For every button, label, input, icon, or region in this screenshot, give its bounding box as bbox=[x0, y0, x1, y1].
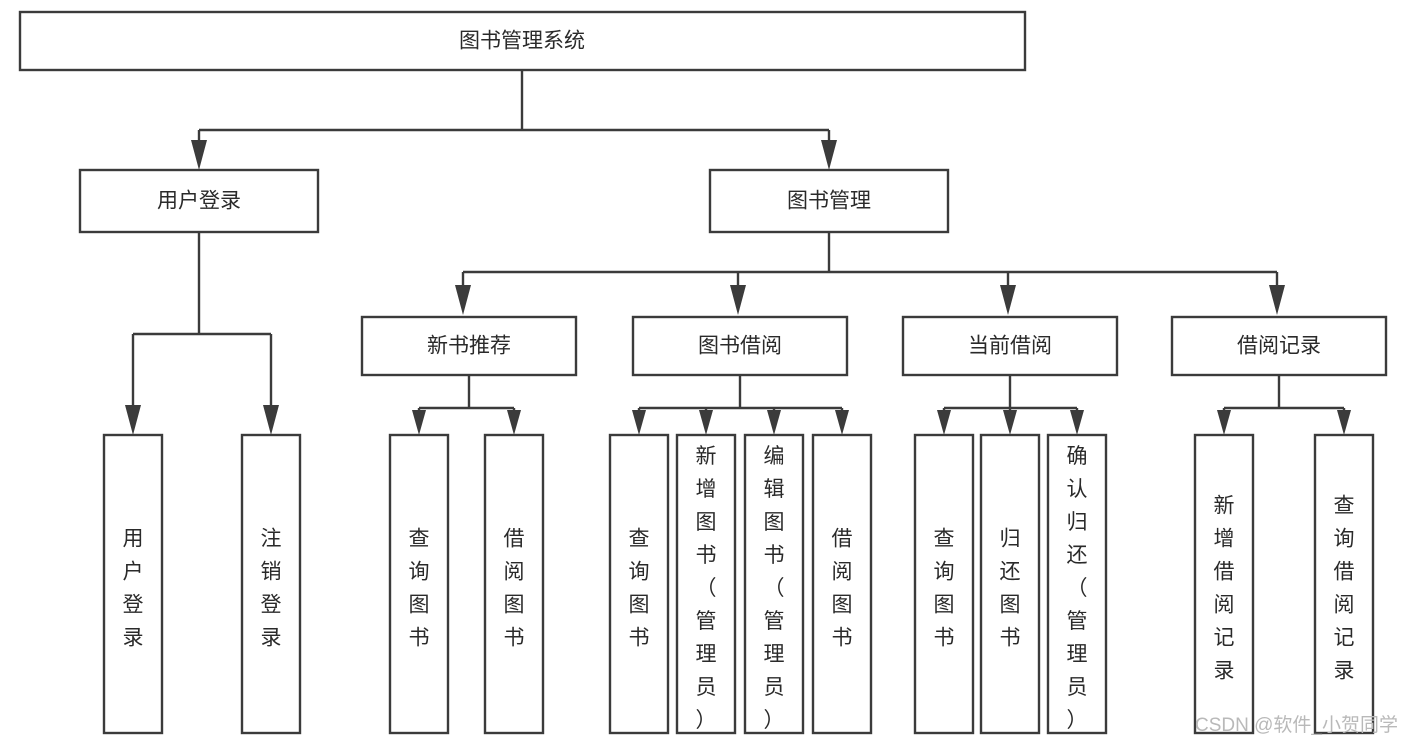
node-book-manage-box[interactable] bbox=[708, 168, 950, 234]
arrow-head-leaf-user-logout bbox=[263, 405, 279, 435]
node-leaf-user-login-label: 用户登录 bbox=[123, 528, 144, 650]
node-leaf-user-login[interactable]: 用户登录 bbox=[102, 433, 164, 735]
node-leaf-add-book-label: 新增图书（管理员） bbox=[696, 445, 717, 732]
node-leaf-add-record-label: 新增借阅记录 bbox=[1214, 495, 1235, 683]
arrow-head-leaf-query-book-3 bbox=[937, 410, 951, 435]
arrow-head-leaf-add-record bbox=[1217, 410, 1231, 435]
node-leaf-add-record[interactable]: 新增借阅记录 bbox=[1193, 433, 1255, 735]
node-book-borrow[interactable]: 图书借阅 bbox=[631, 315, 849, 377]
arrow-head-leaf-borrow-book-1 bbox=[507, 410, 521, 435]
node-leaf-confirm-return-box[interactable] bbox=[1046, 433, 1108, 735]
node-leaf-query-book-3-label: 查询图书 bbox=[934, 528, 955, 650]
node-leaf-add-book-box[interactable] bbox=[675, 433, 737, 735]
node-leaf-user-login-box[interactable] bbox=[102, 433, 164, 735]
arrow-head-book-manage bbox=[821, 140, 837, 170]
csdn-watermark: CSDN @软件_小贺同学 bbox=[1195, 714, 1398, 736]
node-leaf-edit-book[interactable]: 编辑图书（管理员） bbox=[743, 433, 805, 735]
node-borrow-record-label: 借阅记录 bbox=[1237, 335, 1321, 358]
node-root[interactable]: 图书管理系统 bbox=[18, 10, 1027, 72]
node-leaf-query-book-1-box[interactable] bbox=[388, 433, 450, 735]
node-leaf-query-record-label: 查询借阅记录 bbox=[1334, 495, 1355, 683]
arrow-head-book-borrow bbox=[730, 285, 746, 315]
node-user-login-box[interactable] bbox=[78, 168, 320, 234]
node-new-book-rec[interactable]: 新书推荐 bbox=[360, 315, 578, 377]
arrow-head-leaf-query-book-1 bbox=[412, 410, 426, 435]
node-root-box[interactable] bbox=[18, 10, 1027, 72]
node-book-manage[interactable]: 图书管理 bbox=[708, 168, 950, 234]
node-leaf-user-logout-box[interactable] bbox=[240, 433, 302, 735]
node-leaf-borrow-book-2[interactable]: 借阅图书 bbox=[811, 433, 873, 735]
node-current-borrow[interactable]: 当前借阅 bbox=[901, 315, 1119, 377]
arrow-head-leaf-user-login bbox=[125, 405, 141, 435]
node-leaf-return-book[interactable]: 归还图书 bbox=[979, 433, 1041, 735]
connector-group-book-borrow bbox=[632, 375, 849, 435]
node-leaf-query-record-box[interactable] bbox=[1313, 433, 1375, 735]
node-leaf-query-book-3-box[interactable] bbox=[913, 433, 975, 735]
arrow-head-leaf-add-book bbox=[699, 410, 713, 435]
node-leaf-query-book-3[interactable]: 查询图书 bbox=[913, 433, 975, 735]
arrow-head-leaf-confirm-return bbox=[1070, 410, 1084, 435]
node-new-book-rec-label: 新书推荐 bbox=[427, 335, 511, 358]
node-leaf-return-book-box[interactable] bbox=[979, 433, 1041, 735]
node-leaf-borrow-book-2-box[interactable] bbox=[811, 433, 873, 735]
node-leaf-user-logout[interactable]: 注销登录 bbox=[240, 433, 302, 735]
node-book-manage-label: 图书管理 bbox=[787, 190, 871, 213]
connector-group-user-login bbox=[125, 232, 279, 435]
node-new-book-rec-box[interactable] bbox=[360, 315, 578, 377]
node-borrow-record[interactable]: 借阅记录 bbox=[1170, 315, 1388, 377]
arrow-head-current-borrow bbox=[1000, 285, 1016, 315]
node-leaf-edit-book-label: 编辑图书（管理员） bbox=[764, 445, 785, 732]
node-current-borrow-label: 当前借阅 bbox=[968, 335, 1052, 358]
node-user-login-label: 用户登录 bbox=[157, 190, 241, 213]
node-leaf-query-book-1-label: 查询图书 bbox=[409, 528, 430, 650]
node-root-label: 图书管理系统 bbox=[459, 30, 585, 53]
arrow-head-new-book-rec bbox=[455, 285, 471, 315]
node-leaf-borrow-book-1-box[interactable] bbox=[483, 433, 545, 735]
node-leaf-confirm-return[interactable]: 确认归还（管理员） bbox=[1046, 433, 1108, 735]
arrow-head-leaf-query-book-2 bbox=[632, 410, 646, 435]
node-user-login[interactable]: 用户登录 bbox=[78, 168, 320, 234]
connector-group-root bbox=[191, 70, 837, 170]
node-leaf-query-book-2-label: 查询图书 bbox=[629, 528, 650, 650]
connector-group-new-book-rec bbox=[412, 375, 521, 435]
node-leaf-add-record-box[interactable] bbox=[1193, 433, 1255, 735]
node-leaf-borrow-book-1-label: 借阅图书 bbox=[504, 528, 525, 650]
node-leaf-borrow-book-1[interactable]: 借阅图书 bbox=[483, 433, 545, 735]
node-leaf-confirm-return-label: 确认归还（管理员） bbox=[1067, 445, 1088, 732]
arrow-head-borrow-record bbox=[1269, 285, 1285, 315]
connector-group-book-manage bbox=[455, 232, 1285, 315]
node-borrow-record-box[interactable] bbox=[1170, 315, 1388, 377]
arrow-head-leaf-query-record bbox=[1337, 410, 1351, 435]
node-leaf-query-book-1[interactable]: 查询图书 bbox=[388, 433, 450, 735]
node-book-borrow-label: 图书借阅 bbox=[698, 335, 782, 358]
connector-group-borrow-record bbox=[1217, 375, 1351, 435]
node-leaf-query-record[interactable]: 查询借阅记录 bbox=[1313, 433, 1375, 735]
node-current-borrow-box[interactable] bbox=[901, 315, 1119, 377]
arrow-head-leaf-return-book bbox=[1003, 410, 1017, 435]
node-leaf-add-book[interactable]: 新增图书（管理员） bbox=[675, 433, 737, 735]
node-leaf-query-book-2-box[interactable] bbox=[608, 433, 670, 735]
arrow-head-leaf-edit-book bbox=[767, 410, 781, 435]
node-leaf-edit-book-box[interactable] bbox=[743, 433, 805, 735]
node-leaf-query-book-2[interactable]: 查询图书 bbox=[608, 433, 670, 735]
node-leaf-user-logout-label: 注销登录 bbox=[261, 528, 282, 650]
node-book-borrow-box[interactable] bbox=[631, 315, 849, 377]
connector-group-current-borrow bbox=[937, 375, 1084, 435]
node-leaf-return-book-label: 归还图书 bbox=[1000, 528, 1021, 650]
arrow-head-leaf-borrow-book-2 bbox=[835, 410, 849, 435]
node-leaf-borrow-book-2-label: 借阅图书 bbox=[832, 528, 853, 650]
arrow-head-user-login bbox=[191, 140, 207, 170]
